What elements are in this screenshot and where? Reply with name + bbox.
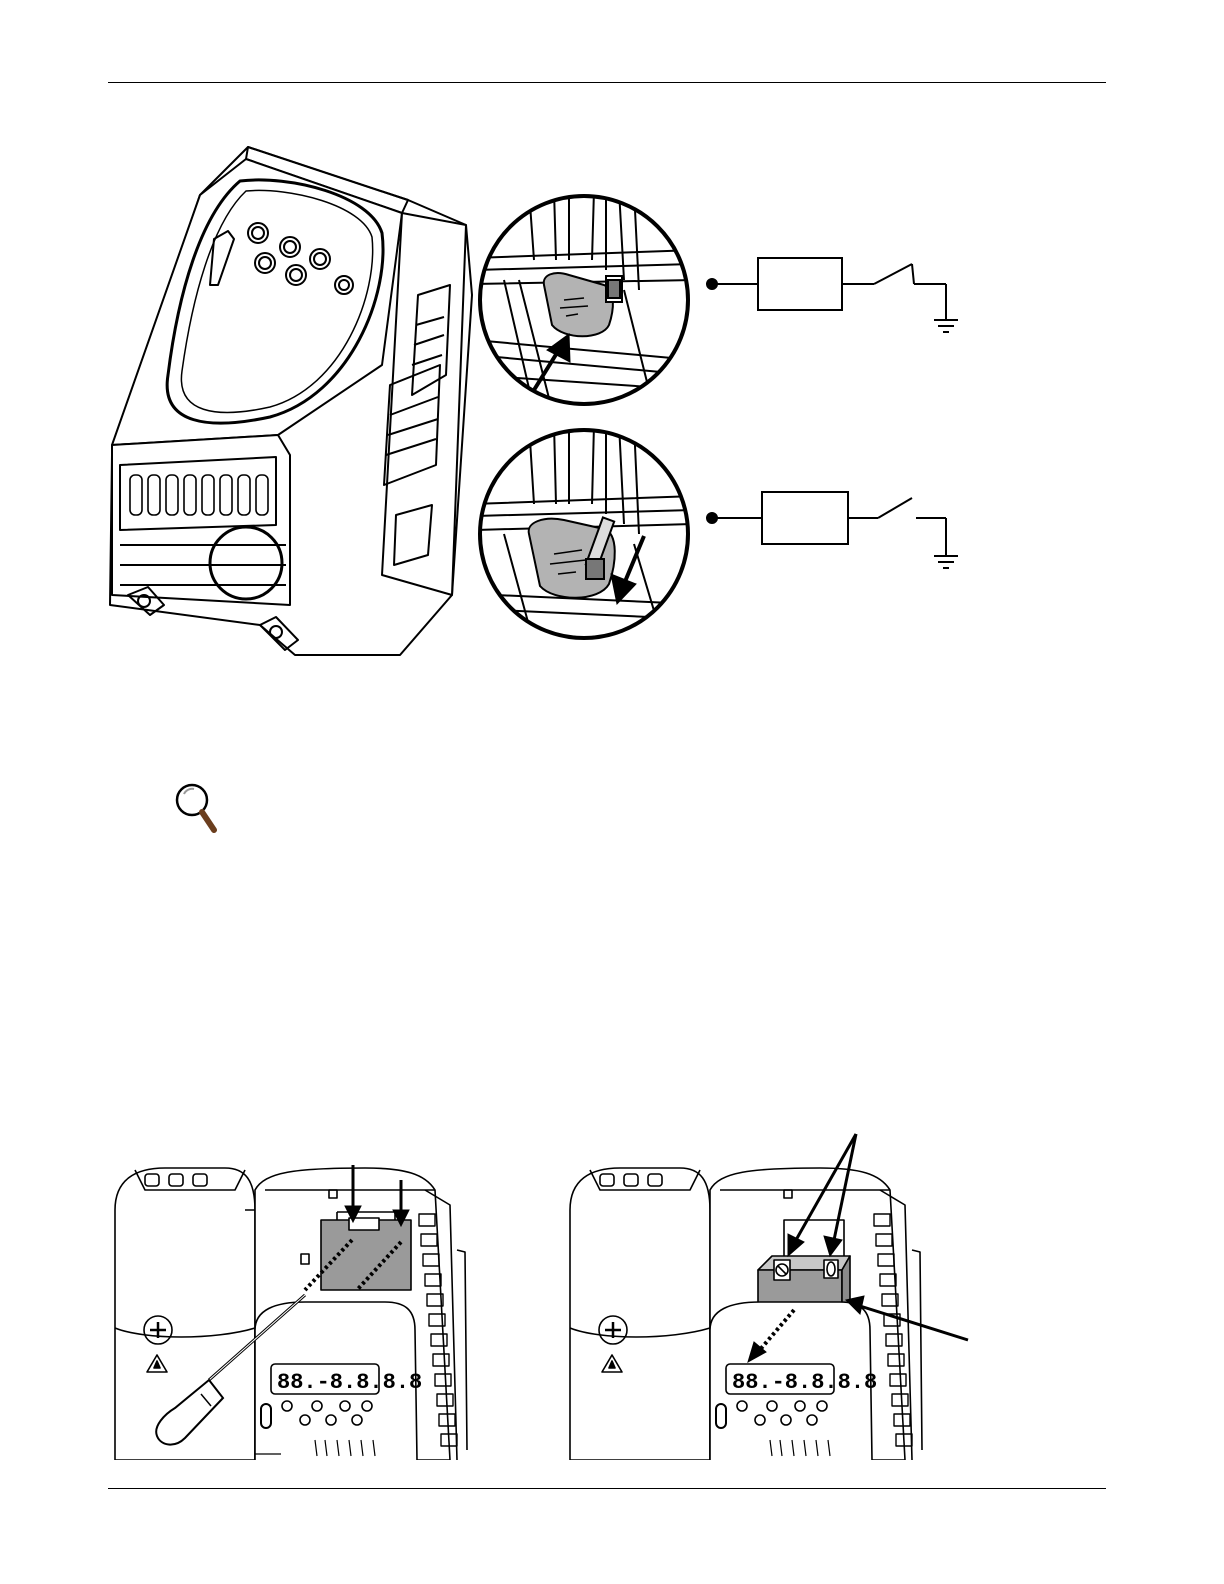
drive-front-emc-module-fitted: 88.-8.8.8.8 — [560, 1130, 980, 1460]
emc-filter-screw-removed — [474, 424, 694, 644]
header-rule — [108, 82, 1106, 83]
drive-front-emc-module-unscrew: 88.-8.8.8.8 — [105, 1150, 475, 1460]
svg-text:88.-8.8.8.8: 88.-8.8.8.8 — [277, 1370, 422, 1395]
filter-disconnected-from-ground-schematic — [700, 484, 970, 574]
footer-rule — [108, 1488, 1106, 1489]
drive-isometric-illustration — [100, 135, 480, 665]
svg-text:88.-8.8.8.8: 88.-8.8.8.8 — [732, 1370, 877, 1395]
emc-filter-screw-inserted — [474, 190, 694, 410]
magnifying-glass-icon — [172, 780, 224, 836]
filter-connected-to-ground-schematic — [700, 250, 970, 340]
